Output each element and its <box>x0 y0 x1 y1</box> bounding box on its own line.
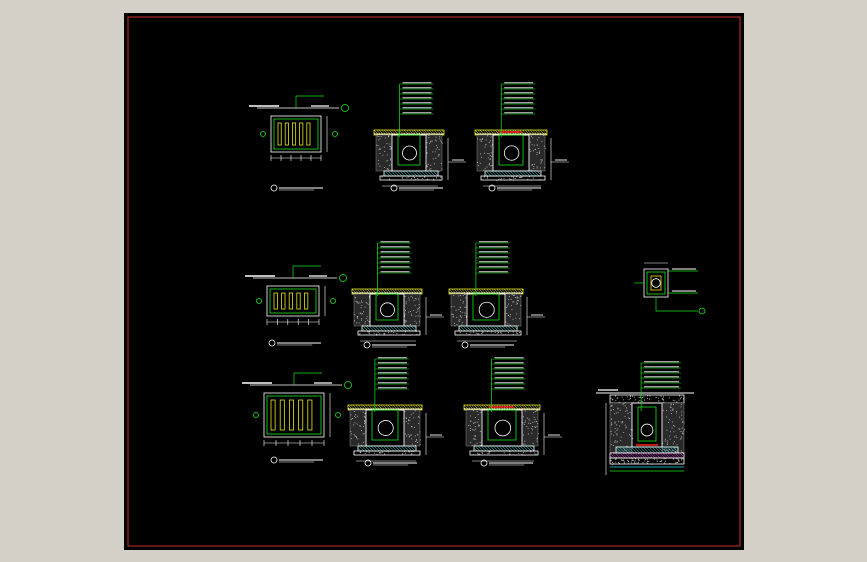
cad-drawing <box>127 16 741 547</box>
detail-6-section[interactable] <box>448 241 545 349</box>
detail-11-large-section[interactable] <box>596 361 694 475</box>
drawing-canvas[interactable] <box>124 13 744 550</box>
detail-2-section[interactable] <box>373 82 466 192</box>
detail-10-section[interactable] <box>463 357 562 467</box>
detail-4-plan[interactable] <box>245 265 347 347</box>
detail-7-small-plan[interactable] <box>634 262 706 315</box>
detail-8-plan[interactable] <box>242 372 352 464</box>
detail-1-plan[interactable] <box>249 95 349 192</box>
detail-3-section[interactable] <box>474 82 569 192</box>
detail-5-section[interactable] <box>351 241 444 349</box>
detail-9-section[interactable] <box>347 357 444 467</box>
